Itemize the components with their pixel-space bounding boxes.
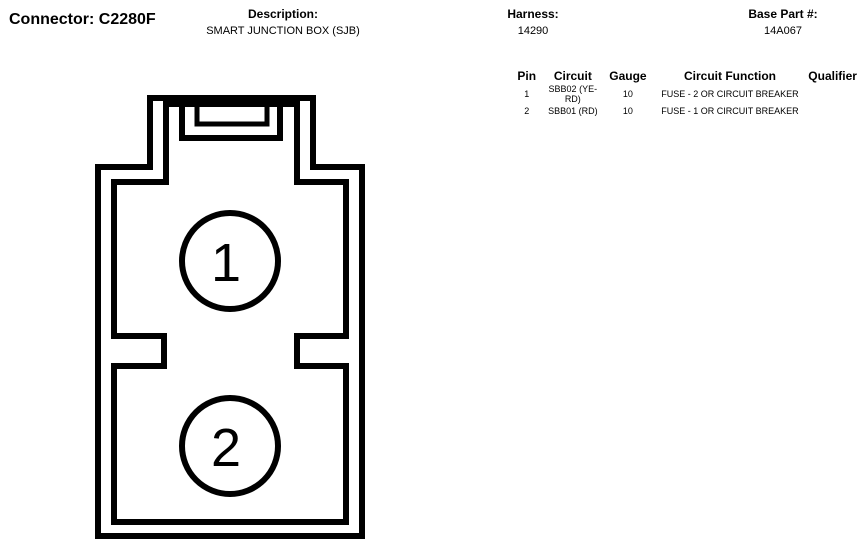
harness-label: Harness: [507,7,559,21]
connector-title: Connector: C2280F [9,11,156,29]
connector-label: Connector: [9,11,95,28]
description-label: Description: [247,7,318,21]
connector-housing-outer [95,95,365,539]
table-row: 1 SBB02 (YE-RD) 10 FUSE - 2 OR CIRCUIT B… [512,84,857,104]
row-gauge: 10 [622,89,633,99]
pin-cavity-1 [179,210,281,312]
header-gauge: Gauge [609,69,647,83]
description-value: SMART JUNCTION BOX (SJB) [206,25,360,37]
row-gauge: 10 [622,106,633,116]
table-row: 2 SBB01 (RD) 10 FUSE - 1 OR CIRCUIT BREA… [512,104,857,118]
header-circuit: Circuit [553,69,592,83]
pin-number-1: 1 [211,233,241,293]
connector-housing-inner [111,101,349,525]
pin-table-header: Pin Circuit Gauge Circuit Function Quali… [512,68,857,84]
base-part-value: 14A067 [764,25,802,37]
row-pin: 1 [524,89,530,99]
pin-cavity-2 [179,395,281,497]
harness-value: 14290 [517,25,549,37]
header-pin: Pin [517,69,537,83]
locking-tab-inner [194,101,270,127]
row-circuit: SBB01 (RD) [548,106,598,116]
connector-id: C2280F [98,11,156,28]
pin-number-2: 2 [211,418,241,478]
row-pin: 2 [524,106,530,116]
pin-table: Pin Circuit Gauge Circuit Function Quali… [512,68,857,118]
header-qualifier: Qualifier [808,69,857,83]
base-part-label: Base Part #: [748,7,818,21]
header-circuit-function: Circuit Function [683,69,776,83]
row-circuit-function: FUSE - 1 OR CIRCUIT BREAKER [661,106,799,116]
row-circuit: SBB02 (YE-RD) [548,84,598,104]
row-circuit-function: FUSE - 2 OR CIRCUIT BREAKER [661,89,799,99]
